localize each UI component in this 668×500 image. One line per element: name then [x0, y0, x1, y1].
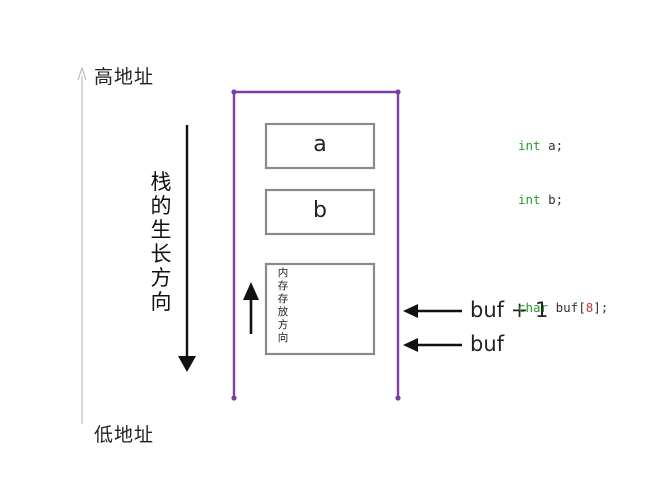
slot-a-box [264, 122, 376, 170]
stack-growth-arrowhead [178, 356, 196, 372]
stack-frame-corner [395, 89, 401, 95]
code-text: b; [540, 192, 564, 207]
stack-frame-end [395, 395, 401, 401]
stack-growth-label: 栈的生长方向 [150, 170, 172, 314]
code-text: ]; [593, 300, 609, 315]
stack-frame-end [231, 395, 237, 401]
code-text: buf[ [548, 300, 586, 315]
code-keyword: char [518, 300, 549, 315]
code-line-int-a: int a; [518, 137, 608, 155]
buf-label: buf [470, 332, 505, 356]
address-axis-arrowhead [77, 66, 87, 81]
slot-b-label: b [313, 198, 327, 223]
slot-a-label: a [313, 132, 327, 157]
stack-frame [232, 90, 400, 398]
buf-pointer-arrowhead [403, 338, 418, 352]
code-keyword: int [518, 192, 541, 207]
buf-plus-1-pointer-arrowhead [403, 304, 418, 318]
memory-direction-label: 内存存放方向 [277, 267, 289, 344]
code-line-char-buf: char buf[8]; [518, 299, 608, 317]
low-address-label: 低地址 [94, 424, 155, 446]
code-snippet: int a; int b; char buf[8]; [518, 101, 608, 353]
code-blank-line [518, 245, 608, 263]
high-address-label: 高地址 [94, 66, 155, 88]
code-number: 8 [585, 300, 594, 315]
slot-b-box [264, 188, 376, 236]
memory-direction-arrowhead [243, 282, 259, 300]
stack-frame-corner [231, 89, 237, 95]
code-keyword: int [518, 138, 541, 153]
buf-plus-1-label: buf + 1 [470, 298, 549, 322]
code-line-int-b: int b; [518, 191, 608, 209]
code-text: a; [540, 138, 564, 153]
buf-box [264, 262, 376, 356]
